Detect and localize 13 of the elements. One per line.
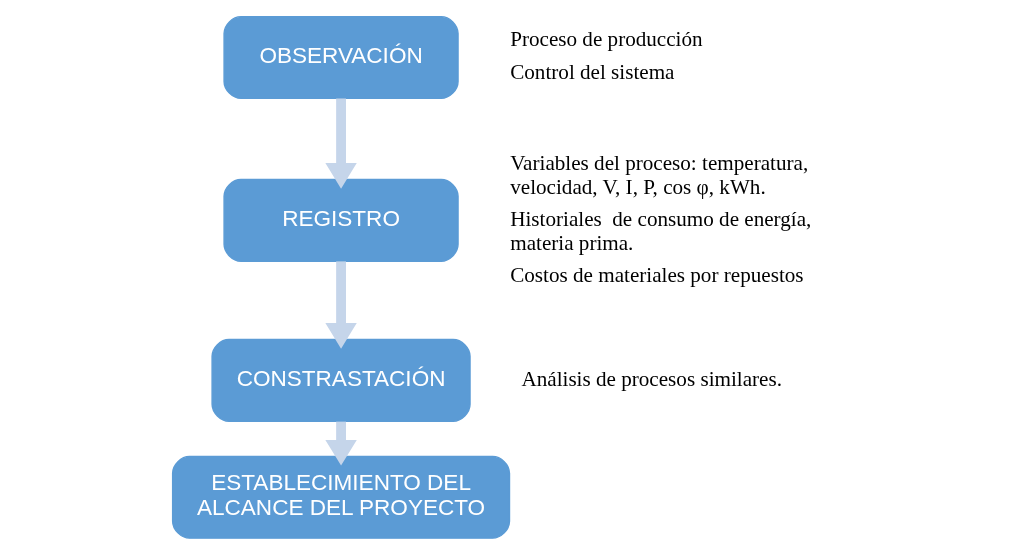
node-box: ESTABLECIMIENTO DEL ALCANCE DEL PROYECTO <box>171 455 510 539</box>
arrow <box>324 261 357 349</box>
arrow <box>324 421 357 466</box>
node-label: Historiales de consumo de energía, materia prima. <box>509 206 811 255</box>
node-box: OBSERVACIÓN <box>222 15 459 100</box>
arrow <box>324 98 357 189</box>
node-box: CONSTRASTACIÓN <box>210 338 471 422</box>
node-label: Control del sistema <box>509 59 674 84</box>
node-box: REGISTRO <box>222 178 459 262</box>
node-label: Análisis de procesos similares. <box>520 366 782 391</box>
node-label: Costos de materiales por repuestos <box>509 263 804 288</box>
node-label: Variables del proceso: temperatura, velocidad, V, I, P, cos φ, kWh. <box>509 150 808 199</box>
node-label: Proceso de producción <box>509 27 703 52</box>
